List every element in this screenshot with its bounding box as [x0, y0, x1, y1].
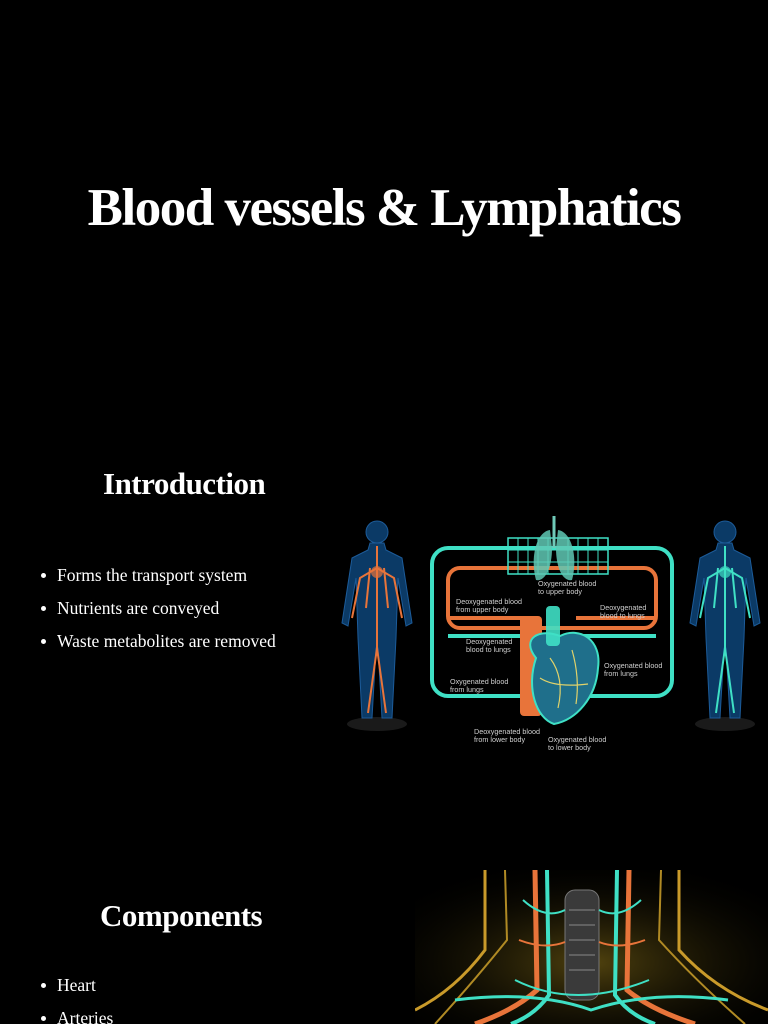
diagram-labels: Oxygenated blood to upper body Deoxygena…	[450, 579, 662, 752]
circulation-diagram: Oxygenated blood to upper body Deoxygena…	[341, 516, 761, 752]
bullet-item: Forms the transport system	[41, 564, 276, 597]
bullet-item: Heart	[41, 974, 113, 1007]
label-oxy-upper-1: Oxygenated blood	[538, 579, 596, 588]
label-oxy-lungs-left-1: Oxygenated blood	[450, 677, 508, 686]
bullet-item: Waste metabolites are removed	[41, 630, 276, 663]
bullet-item: Nutrients are conveyed	[41, 597, 276, 630]
label-deoxy-upper-1: Deoxygenated blood	[456, 597, 522, 606]
label-deoxy-lungs-left-1: Deoxygenated	[466, 637, 512, 646]
label-deoxy-upper-2: from upper body	[456, 605, 509, 614]
bullet-dot-icon	[41, 1016, 46, 1021]
components-bullet-list: Heart Arteries	[41, 974, 113, 1024]
bullet-text: Forms the transport system	[57, 565, 248, 585]
label-deoxy-lungs-left-2: blood to lungs	[466, 645, 511, 654]
right-body-figure	[689, 520, 761, 731]
label-deoxy-lower-1: Deoxygenated blood	[474, 727, 540, 736]
bullet-text: Waste metabolites are removed	[57, 631, 276, 651]
heart-icon	[520, 606, 600, 726]
bullet-dot-icon	[41, 983, 46, 988]
lungs-icon	[507, 516, 609, 581]
slide-title: Blood vessels & Lymphatics	[87, 179, 682, 237]
components-heading: Components	[100, 898, 263, 933]
introduction-heading: Introduction	[103, 466, 266, 501]
bullet-text: Arteries	[57, 1008, 114, 1024]
bullet-dot-icon	[41, 639, 46, 644]
label-oxy-lower-1: Oxygenated blood	[548, 735, 606, 744]
label-oxy-lower-2: to lower body	[548, 743, 591, 752]
label-oxy-lungs-right-2: from lungs	[604, 669, 638, 678]
label-deoxy-lungs-right-2: blood to lungs	[600, 611, 645, 620]
neck-vessels-illustration	[415, 870, 768, 1024]
bullet-item: Arteries	[41, 1007, 113, 1024]
bullet-text: Heart	[57, 975, 96, 995]
label-deoxy-lungs-right-1: Deoxygenated	[600, 603, 646, 612]
label-oxy-lungs-right-1: Oxygenated blood	[604, 661, 662, 670]
left-body-figure	[341, 520, 413, 731]
bullet-text: Nutrients are conveyed	[57, 598, 220, 618]
label-deoxy-lower-2: from lower body	[474, 735, 526, 744]
bullet-dot-icon	[41, 606, 46, 611]
introduction-bullet-list: Forms the transport system Nutrients are…	[41, 564, 276, 663]
label-oxy-upper-2: to upper body	[538, 587, 582, 596]
bullet-dot-icon	[41, 573, 46, 578]
label-oxy-lungs-left-2: from lungs	[450, 685, 484, 694]
